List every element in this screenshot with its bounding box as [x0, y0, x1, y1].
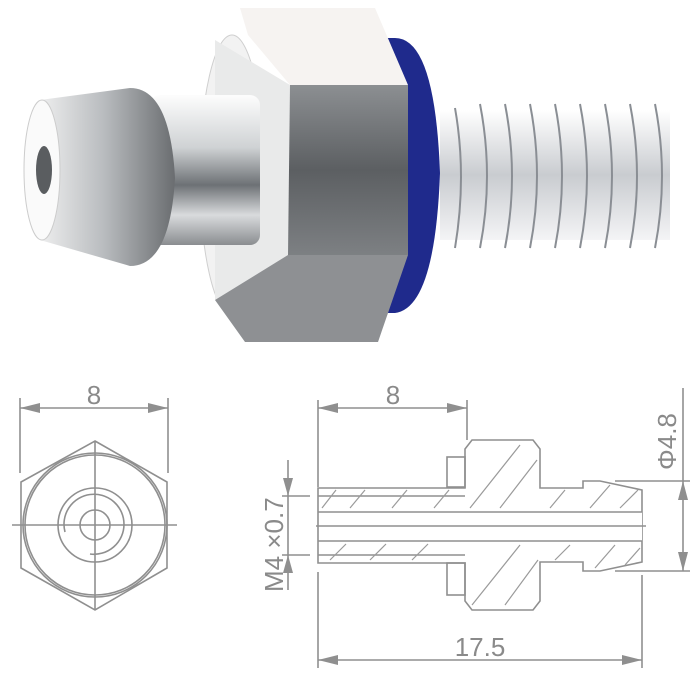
diameter-label: Φ4.8 [652, 413, 682, 470]
front-width-label: 8 [87, 380, 101, 410]
hex-offset-label: 8 [386, 380, 400, 410]
body-render [150, 95, 260, 245]
cone-render [32, 88, 175, 266]
overall-length-label: 17.5 [455, 632, 506, 662]
thread-render [440, 103, 670, 249]
front-view: 8 [12, 380, 177, 611]
section-view: 8 Φ4.8 M4 ×0.7 17.5 [259, 380, 690, 668]
bore-render [36, 146, 52, 194]
thread-label: M4 ×0.7 [259, 497, 289, 592]
